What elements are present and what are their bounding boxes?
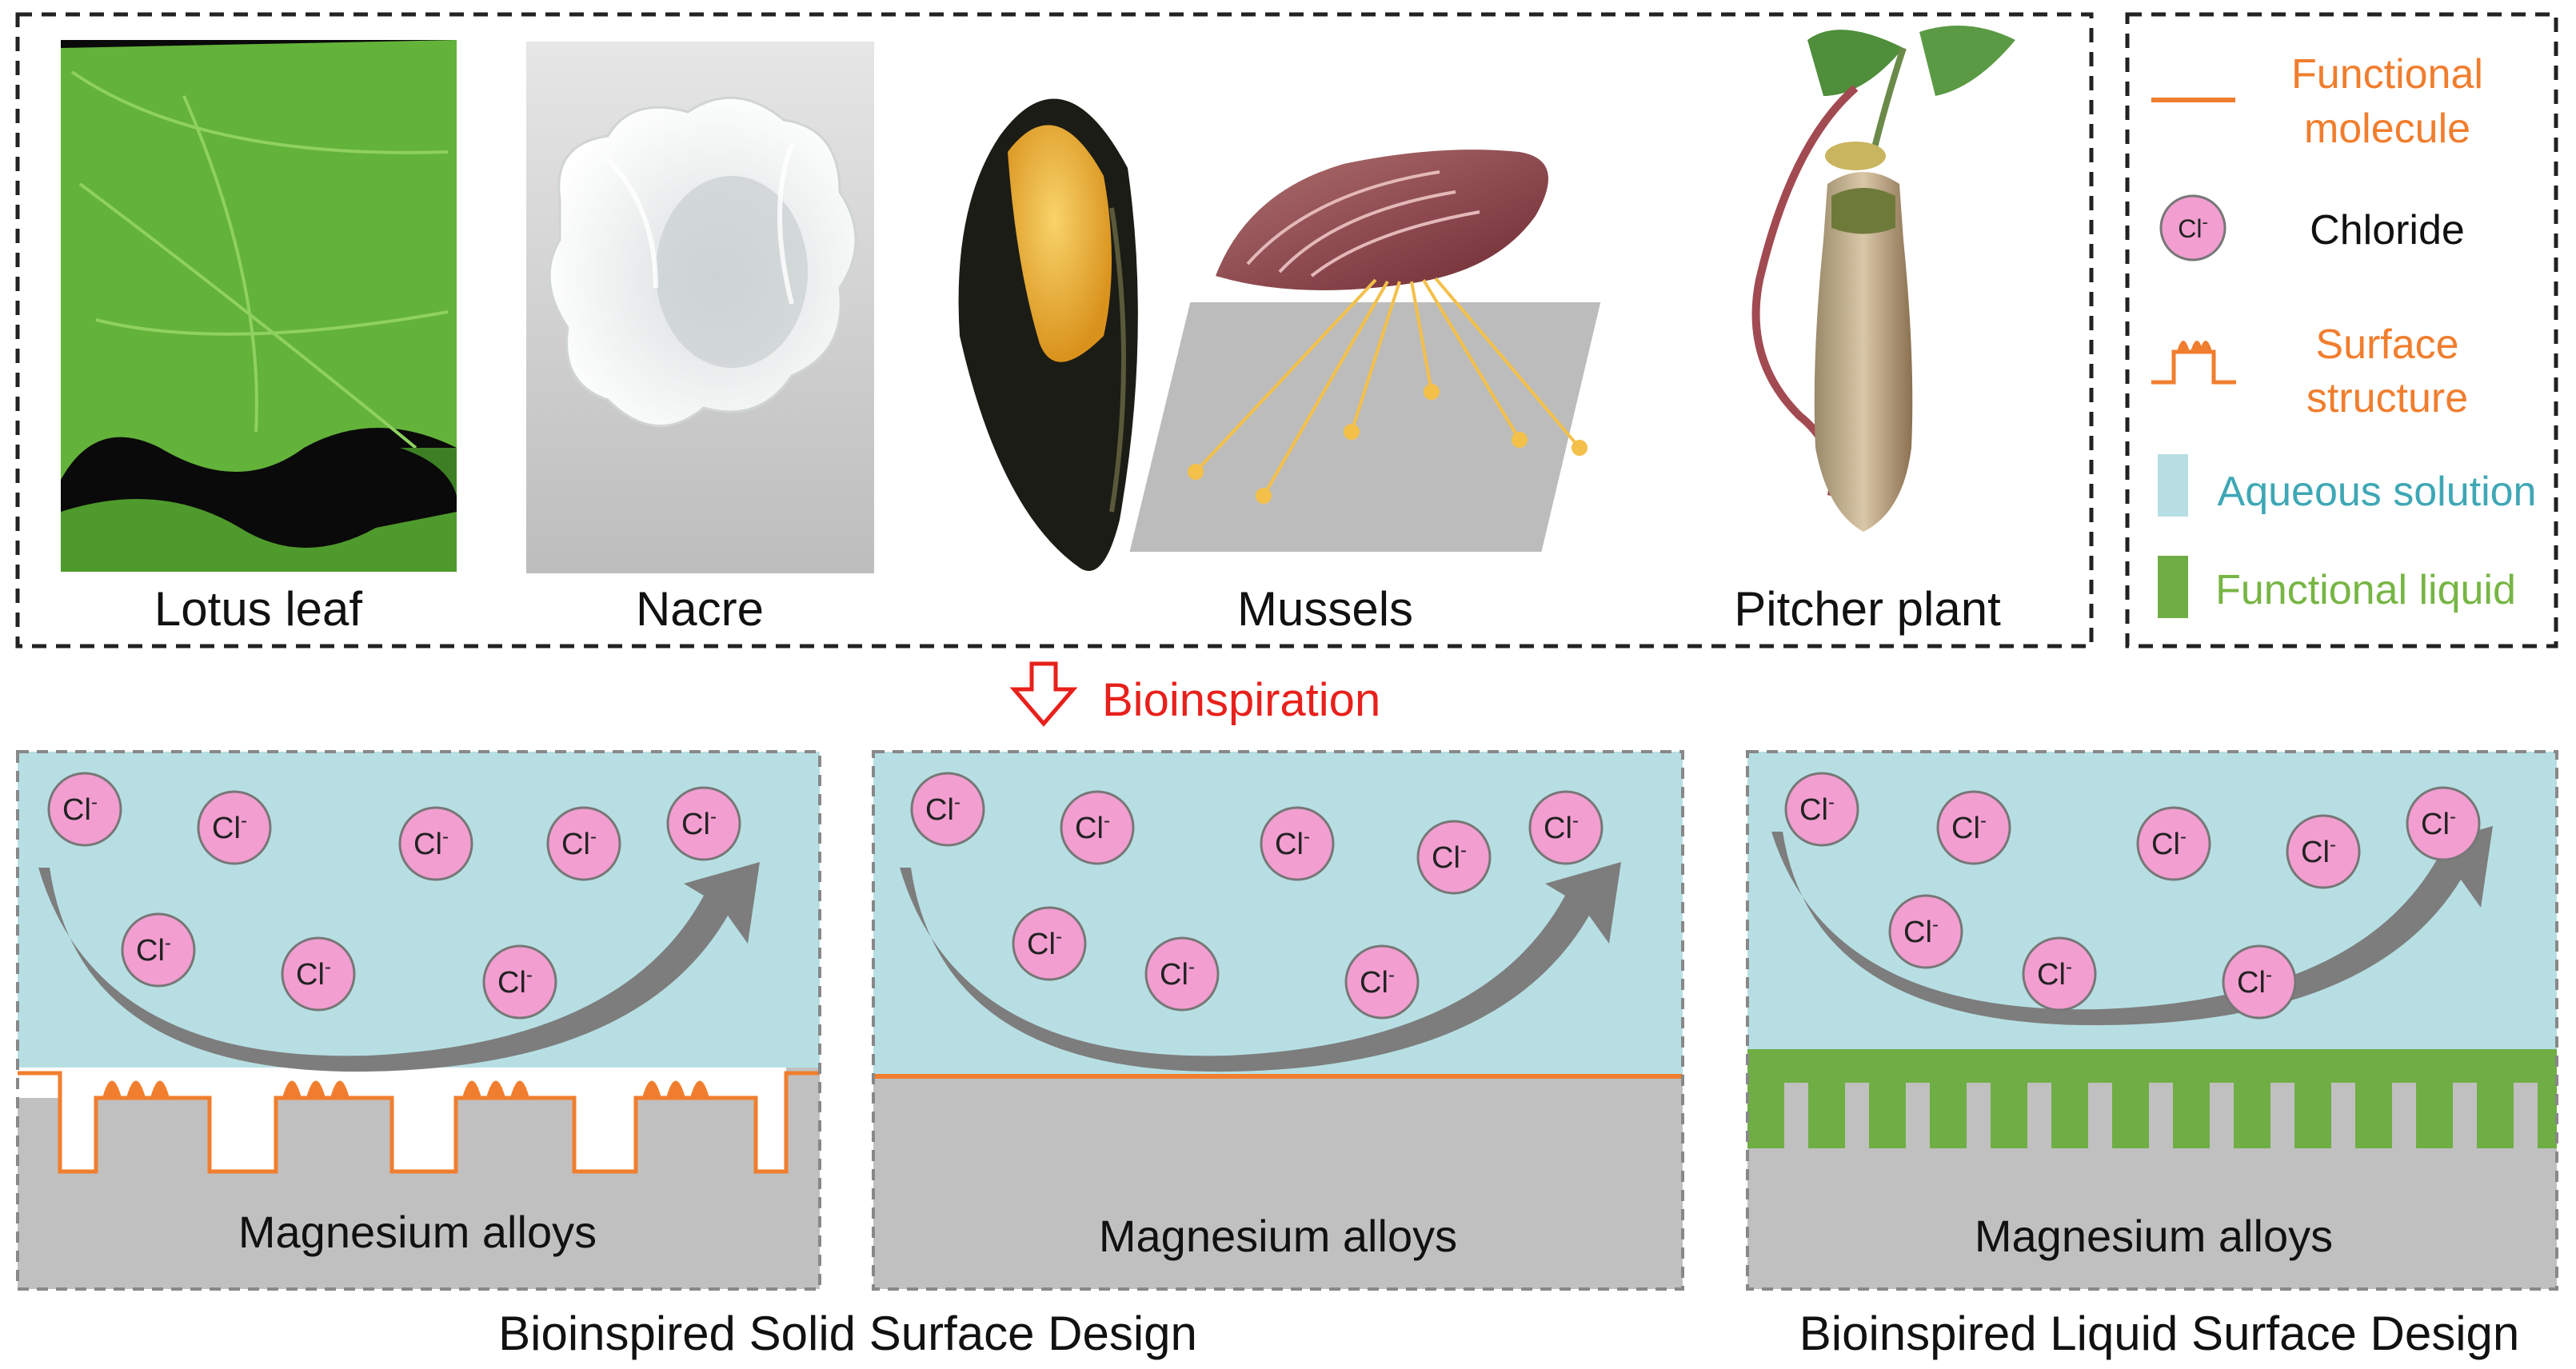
mussel-adhesion-schematic: [1129, 150, 1601, 552]
substrate-label-3: Magnesium alloys: [1975, 1211, 2333, 1261]
chloride-ion: Cl-: [1416, 820, 1492, 895]
svg-text:Cl-: Cl-: [2301, 834, 2336, 869]
svg-text:Cl-: Cl-: [2037, 956, 2072, 992]
svg-text:Cl-: Cl-: [296, 956, 331, 992]
chloride-ion: Cl-: [2286, 814, 2361, 889]
svg-text:Cl-: Cl-: [1160, 956, 1195, 992]
legend-chloride: Cl- Chloride: [2159, 194, 2465, 261]
chloride-ion: Cl-: [2222, 944, 2297, 1020]
chloride-ion: Cl-: [1528, 790, 1604, 865]
chloride-ion: Cl-: [666, 786, 741, 861]
svg-text:Cl-: Cl-: [561, 826, 597, 861]
chloride-ions: Cl- Cl- Cl- Cl- Cl- Cl- Cl- Cl- Cl- Cl- …: [47, 772, 2481, 1020]
chloride-ion: Cl-: [197, 790, 272, 865]
svg-text:Cl-: Cl-: [212, 810, 247, 845]
svg-text:Cl-: Cl-: [925, 792, 961, 827]
pitcher-plant-label: Pitcher plant: [1734, 582, 2001, 636]
chloride-ion: Cl-: [281, 936, 356, 1012]
nacre-label: Nacre: [636, 582, 764, 636]
legend-aqueous-solution: Aqueous solution: [2158, 454, 2536, 517]
chloride-ion: Cl-: [2022, 936, 2097, 1012]
svg-text:Cl-: Cl-: [136, 932, 171, 968]
down-arrow-icon: [1009, 661, 1078, 727]
functional-molecule-label-1: Functional: [2291, 51, 2483, 98]
legend-functional-liquid: Functional liquid: [2158, 556, 2516, 618]
chloride-ion: Cl-: [2136, 806, 2211, 881]
substrate-label-1: Magnesium alloys: [238, 1207, 597, 1257]
functional-liquid-swatch: [2158, 556, 2188, 618]
solid-design-caption: Bioinspired Solid Surface Design: [498, 1307, 1197, 1360]
chloride-ion: Cl-: [1784, 772, 1859, 847]
svg-text:Cl-: Cl-: [1544, 810, 1579, 845]
chloride-ion: Cl-: [398, 806, 473, 881]
repel-arrows: [38, 826, 2493, 1072]
svg-text:Cl-: Cl-: [1027, 926, 1062, 961]
mussels-label: Mussels: [1237, 582, 1413, 636]
liquid-design-caption: Bioinspired Liquid Surface Design: [1799, 1307, 2520, 1360]
chloride-swatch: [2159, 194, 2227, 261]
legend-functional-molecule: Functional molecule: [2151, 51, 2483, 152]
svg-text:Cl-: Cl-: [2237, 964, 2272, 1000]
chloride-ion: Cl-: [2406, 786, 2481, 861]
organisms-frame: [15, 12, 2094, 649]
chloride-ion: Cl-: [910, 772, 985, 847]
svg-text:Cl-: Cl-: [62, 792, 98, 827]
svg-text:Cl-: Cl-: [1903, 914, 1939, 949]
chloride-ion: Cl-: [1060, 790, 1135, 865]
pitcher-plant-image: [1751, 26, 2015, 532]
lotus-leaf-label: Lotus leaf: [154, 582, 363, 636]
chloride-ion: Cl-: [482, 944, 557, 1020]
chloride-ion: Cl-: [47, 772, 122, 847]
chloride-swatch-text: Cl-: [2178, 212, 2208, 243]
bioinspiration-indicator: Bioinspiration: [1009, 661, 1380, 727]
nacre-image: [526, 42, 874, 573]
legend-surface-structure: Surface structure: [2151, 321, 2468, 421]
chloride-ion: Cl-: [1260, 806, 1335, 881]
surface-structure-label-1: Surface: [2315, 321, 2458, 368]
repel-arrow-3: [1771, 826, 2493, 1026]
svg-text:Cl-: Cl-: [1432, 840, 1467, 875]
substrate-label-2: Magnesium alloys: [1099, 1211, 1457, 1261]
svg-text:Cl-: Cl-: [2151, 826, 2187, 861]
mussel-image: [958, 98, 1138, 571]
chloride-ion: Cl-: [1012, 906, 1087, 981]
chloride-ion: Cl-: [1344, 944, 1420, 1020]
svg-text:Cl-: Cl-: [1799, 792, 1835, 827]
chloride-ion: Cl-: [1144, 936, 1220, 1012]
chloride-ion: Cl-: [121, 912, 196, 988]
svg-text:Cl-: Cl-: [681, 806, 717, 841]
lotus-leaf-image: [61, 40, 457, 572]
aqueous-solution-label: Aqueous solution: [2218, 469, 2537, 515]
functional-liquid-label: Functional liquid: [2215, 567, 2516, 613]
functional-molecule-label-2: molecule: [2304, 106, 2470, 152]
chloride-ion: Cl-: [1936, 790, 2011, 865]
svg-text:Cl-: Cl-: [497, 964, 533, 1000]
svg-text:Cl-: Cl-: [1275, 826, 1310, 861]
aqueous-solution-swatch: [2158, 454, 2188, 517]
chloride-ion: Cl-: [1888, 894, 1963, 969]
bioinspiration-label: Bioinspiration: [1102, 674, 1380, 726]
svg-text:Cl-: Cl-: [1075, 810, 1110, 845]
svg-text:Cl-: Cl-: [1951, 810, 1987, 845]
surface-structure-swatch: [2151, 349, 2236, 385]
svg-text:Cl-: Cl-: [2421, 806, 2456, 841]
svg-text:Cl-: Cl-: [1360, 964, 1395, 1000]
repel-arrow-2: [900, 862, 1621, 1072]
chloride-label: Chloride: [2310, 207, 2465, 253]
svg-text:Cl-: Cl-: [413, 826, 449, 861]
surface-structure-label-2: structure: [2306, 375, 2468, 421]
legend-frame: [2125, 12, 2558, 649]
repel-arrow-1: [38, 862, 760, 1072]
chloride-ion: Cl-: [546, 806, 621, 881]
panel-surface-structure: [16, 750, 821, 1291]
